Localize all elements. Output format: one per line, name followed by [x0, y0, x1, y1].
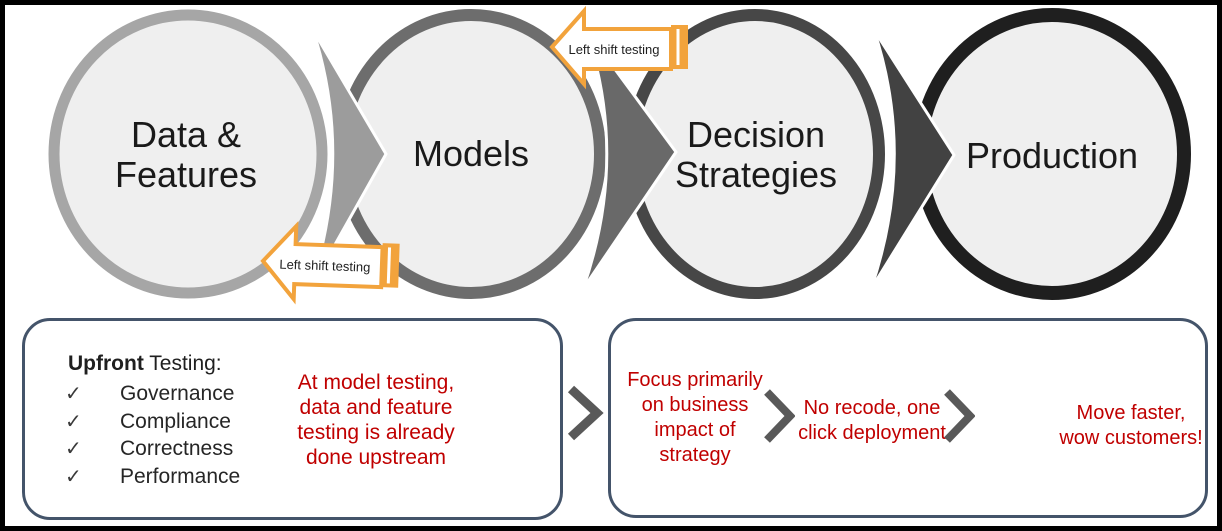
stage-label-line: Strategies [675, 154, 837, 195]
check-item-label: Governance [120, 382, 235, 405]
stage-label-line: Models [413, 133, 529, 174]
left-shift-arrow-top: Left shift testing [549, 5, 688, 90]
step-line: Move faster, [1076, 402, 1186, 424]
check-item: ✓ Correctness [65, 436, 233, 461]
stage-label-line: Production [966, 135, 1138, 176]
stage-label-line: Features [115, 154, 257, 195]
note-line: At model testing, [297, 371, 455, 394]
step-line: strategy [659, 444, 731, 466]
step-line: Focus primarily [627, 369, 763, 391]
chevron-right-icon [764, 389, 795, 443]
pipeline-diagram: Data & Features Models Decision Strategi… [48, 5, 1191, 305]
left-arrow-tail-slit [386, 247, 392, 284]
left-shift-arrow-bottom: Left shift testing [260, 220, 400, 305]
check-item: ✓ Governance [65, 381, 234, 406]
upfront-title-rest: Testing: [143, 352, 222, 375]
note-line: data and feature [299, 396, 453, 419]
benefit-step-2: No recode, one click deployment [782, 396, 962, 446]
check-icon: ✓ [65, 383, 82, 405]
check-item-label: Performance [120, 465, 241, 488]
step-line: wow customers! [1059, 427, 1203, 449]
check-item-label: Compliance [120, 410, 231, 433]
stage-label-line: Decision [687, 114, 825, 155]
check-item: ✓ Performance [65, 464, 240, 489]
flow-arrow-3-icon [869, 29, 956, 290]
upfront-title: Upfront Testing: [68, 352, 222, 376]
step-line: on business [641, 394, 749, 416]
note-line: testing is already [297, 421, 455, 444]
note-line: done upstream [305, 446, 447, 469]
benefit-step-1: Focus primarily on business impact of st… [620, 368, 770, 468]
step-line: No recode, one [803, 397, 941, 419]
benefits-box: Focus primarily on business impact of st… [608, 318, 1208, 518]
stage-circle-data-features [48, 9, 328, 299]
check-icon: ✓ [65, 438, 82, 460]
svg-text:Left shift testing: Left shift testing [568, 42, 659, 57]
check-item: ✓ Compliance [65, 409, 231, 434]
model-testing-note: At model testing, data and feature testi… [261, 370, 491, 470]
step-line: impact of [654, 419, 736, 441]
check-item-label: Correctness [120, 437, 234, 460]
upfront-testing-box: Upfront Testing: ✓ Governance ✓ Compliance… [22, 318, 563, 520]
benefit-step-3: Move faster, wow customers! [1041, 401, 1221, 451]
stage-label-line: Data & [131, 114, 241, 155]
left-arrow-icon [260, 220, 385, 305]
upfront-title-bold: Upfront [68, 352, 144, 375]
check-icon: ✓ [65, 411, 82, 433]
svg-text:Left shift testing: Left shift testing [279, 257, 371, 275]
chevron-right-icon [944, 389, 975, 443]
chevron-right-icon [567, 385, 604, 441]
step-line: click deployment [798, 422, 946, 444]
check-icon: ✓ [65, 466, 82, 488]
